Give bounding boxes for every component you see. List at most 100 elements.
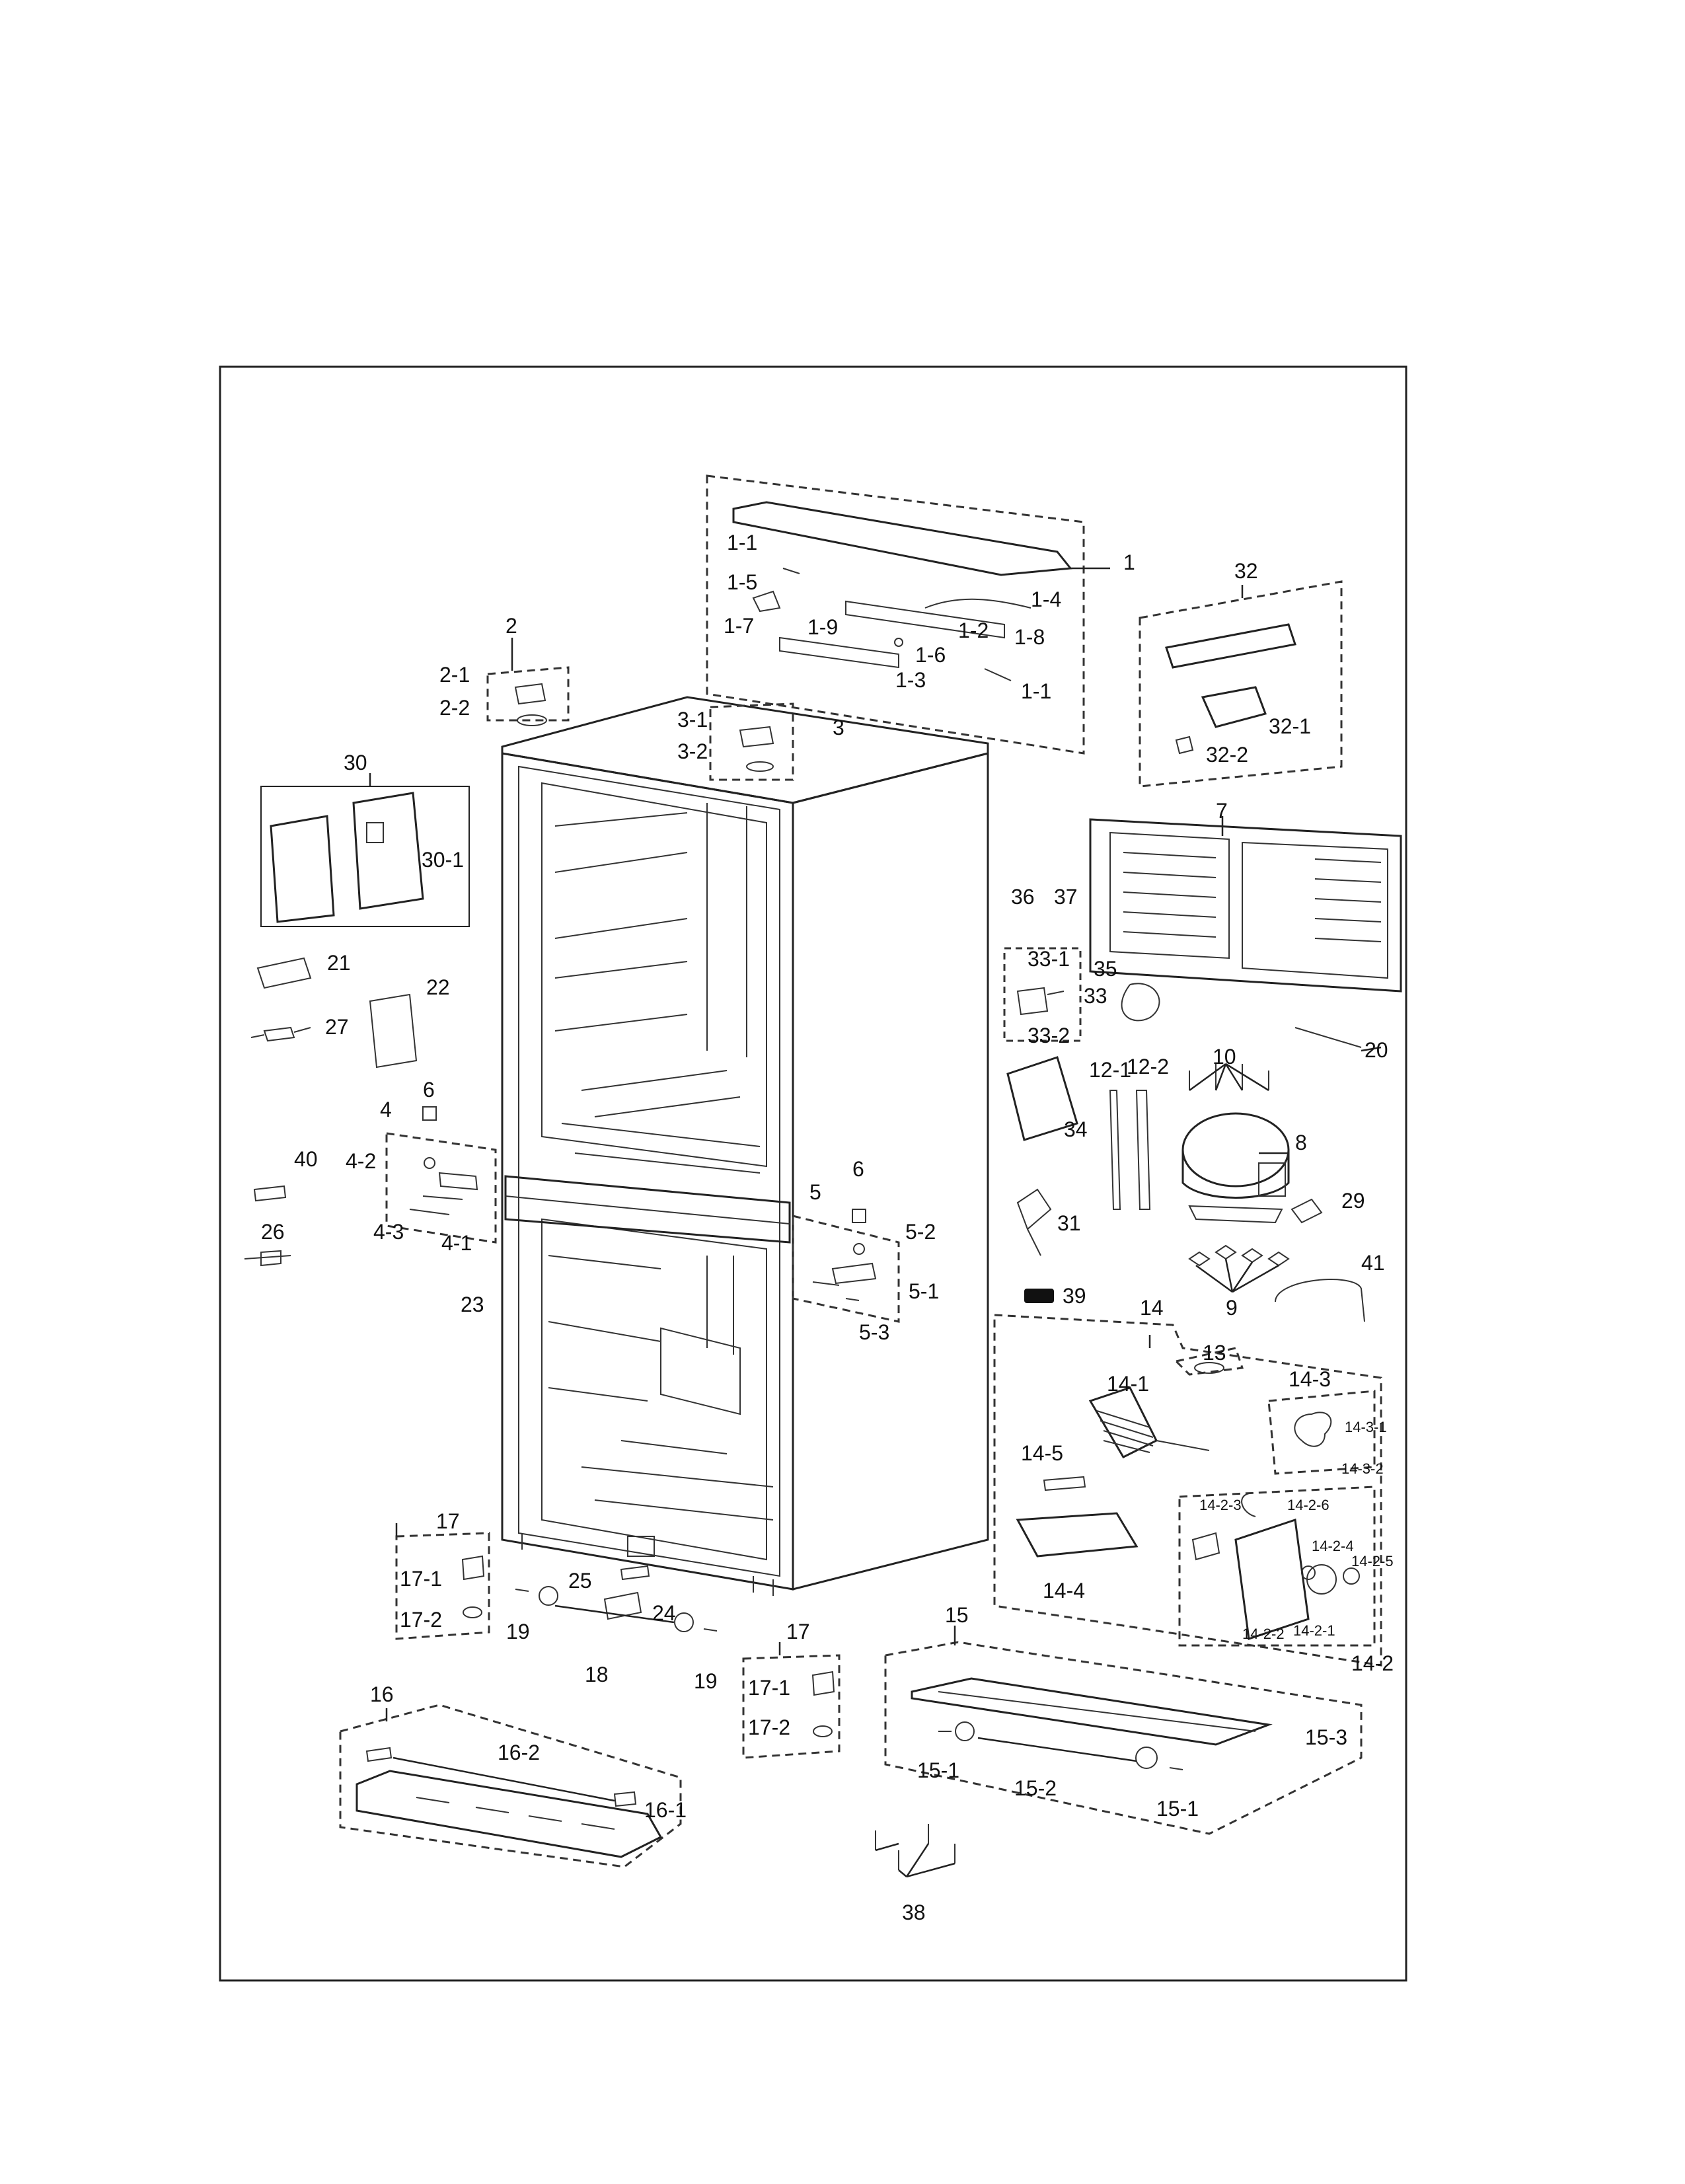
part-label-4-1: 4-1 bbox=[441, 1231, 472, 1255]
part-label-14-3-1: 14-3-1 bbox=[1345, 1419, 1387, 1435]
part-label-4-3: 4-3 bbox=[373, 1220, 404, 1244]
part-label-37: 37 bbox=[1054, 885, 1078, 909]
part-label-20: 20 bbox=[1365, 1038, 1388, 1062]
part-group-17-left-leveler bbox=[395, 1532, 490, 1640]
part-label-3-2: 3-2 bbox=[677, 739, 708, 763]
part-label-32: 32 bbox=[1234, 559, 1258, 583]
part-label-6b: 6 bbox=[852, 1157, 864, 1181]
part-group-33-valve bbox=[1003, 947, 1082, 1042]
part-label-38: 38 bbox=[902, 1901, 926, 1924]
part-label-33: 33 bbox=[1084, 984, 1107, 1008]
part-label-34: 34 bbox=[1064, 1117, 1088, 1141]
part-label-25: 25 bbox=[568, 1569, 592, 1593]
part-label-35: 35 bbox=[1094, 957, 1117, 981]
part-label-33-2: 33-2 bbox=[1028, 1024, 1070, 1047]
part-label-1-9: 1-9 bbox=[807, 615, 838, 639]
part-label-29: 29 bbox=[1341, 1189, 1365, 1213]
part-label-36: 36 bbox=[1011, 885, 1035, 909]
part-label-27: 27 bbox=[325, 1015, 349, 1039]
part-group-32-handle bbox=[1139, 580, 1343, 788]
part-label-15-2: 15-2 bbox=[1014, 1776, 1057, 1800]
part-label-30: 30 bbox=[344, 751, 367, 774]
part-label-22: 22 bbox=[426, 975, 450, 999]
part-group-3-hinge bbox=[709, 702, 794, 781]
part-label-16: 16 bbox=[370, 1682, 394, 1706]
part-label-23: 23 bbox=[461, 1293, 484, 1316]
part-group-2-hinge bbox=[486, 666, 570, 726]
part-label-16-2: 16-2 bbox=[498, 1741, 540, 1764]
part-group-1-top-frame bbox=[706, 474, 1110, 755]
part-label-17a: 17 bbox=[436, 1509, 460, 1533]
part-label-15-1b: 15-1 bbox=[1156, 1797, 1199, 1821]
part-label-2-2: 2-2 bbox=[439, 696, 470, 720]
part-label-41: 41 bbox=[1361, 1251, 1385, 1275]
part-label-10: 10 bbox=[1213, 1045, 1236, 1069]
part-label-14-1: 14-1 bbox=[1107, 1372, 1149, 1396]
misc-bottom-parts bbox=[515, 1565, 718, 1632]
part-label-14-2: 14-2 bbox=[1351, 1651, 1394, 1675]
refrigerator-cabinet bbox=[501, 696, 989, 1596]
part-label-1-2: 1-2 bbox=[958, 619, 989, 642]
part-label-4-2: 4-2 bbox=[346, 1149, 376, 1173]
part-label-5-3: 5-3 bbox=[859, 1320, 889, 1344]
part-label-14-5: 14-5 bbox=[1021, 1441, 1063, 1465]
part-label-33-1: 33-1 bbox=[1028, 947, 1070, 971]
part-label-19b: 19 bbox=[694, 1669, 718, 1693]
part-group-30-cover bbox=[260, 786, 470, 927]
part-label-17-1b: 17-1 bbox=[748, 1676, 790, 1700]
part-label-17-2b: 17-2 bbox=[748, 1715, 790, 1739]
part-label-12-1: 12-1 bbox=[1089, 1058, 1131, 1082]
part-label-15-3: 15-3 bbox=[1305, 1725, 1347, 1749]
part-label-1-1a: 1-1 bbox=[727, 531, 757, 554]
part-label-19a: 19 bbox=[506, 1620, 530, 1643]
part-label-3: 3 bbox=[833, 716, 844, 739]
part-label-14-2-4: 14-2-4 bbox=[1312, 1538, 1354, 1554]
part-label-15: 15 bbox=[945, 1603, 969, 1627]
part-group-15-base bbox=[884, 1641, 1363, 1835]
part-label-15-1a: 15-1 bbox=[917, 1758, 959, 1782]
part-label-2: 2 bbox=[506, 614, 517, 638]
part-label-5: 5 bbox=[809, 1180, 821, 1204]
part-label-32-2: 32-2 bbox=[1206, 743, 1248, 767]
part-label-1-3: 1-3 bbox=[895, 668, 926, 692]
part-group-17-right-leveler bbox=[742, 1654, 841, 1759]
misc-left-parts bbox=[244, 957, 418, 1267]
part-label-1-6: 1-6 bbox=[915, 643, 946, 667]
part-label-3-1: 3-1 bbox=[677, 708, 708, 732]
part-label-24: 24 bbox=[652, 1601, 676, 1625]
part-label-31: 31 bbox=[1057, 1211, 1081, 1235]
part-label-14-2-3: 14-2-3 bbox=[1199, 1497, 1242, 1513]
part-label-8: 8 bbox=[1295, 1131, 1307, 1154]
part-label-32-1: 32-1 bbox=[1269, 714, 1311, 738]
part-group-5-hinge bbox=[792, 1209, 900, 1323]
part-label-6a: 6 bbox=[423, 1078, 435, 1102]
part-group-14-evaporator bbox=[993, 1314, 1382, 1667]
part-label-1-4: 1-4 bbox=[1031, 587, 1061, 611]
part-label-26: 26 bbox=[261, 1220, 285, 1244]
part-8-compressor bbox=[1181, 1027, 1365, 1322]
part-label-17b: 17 bbox=[786, 1620, 810, 1643]
part-label-14-2-5: 14-2-5 bbox=[1351, 1553, 1394, 1569]
part-label-14-2-2: 14-2-2 bbox=[1242, 1626, 1285, 1642]
part-label-4: 4 bbox=[380, 1098, 392, 1121]
part-label-14-4: 14-4 bbox=[1043, 1579, 1085, 1602]
part-label-40: 40 bbox=[294, 1147, 318, 1171]
part-label-30-1: 30-1 bbox=[422, 848, 464, 872]
part-group-16-kick-plate bbox=[339, 1704, 682, 1868]
part-7-rear-cover bbox=[1089, 818, 1402, 993]
leader-lines bbox=[369, 585, 1382, 1878]
part-label-1-8: 1-8 bbox=[1014, 625, 1045, 649]
diagram-frame bbox=[219, 365, 1407, 1982]
part-label-14-2-6: 14-2-6 bbox=[1287, 1497, 1329, 1513]
part-label-1: 1 bbox=[1123, 550, 1135, 574]
part-label-12-2: 12-2 bbox=[1127, 1055, 1169, 1078]
part-label-18: 18 bbox=[585, 1663, 609, 1686]
part-label-1-7: 1-7 bbox=[724, 614, 754, 638]
part-label-1-5: 1-5 bbox=[727, 570, 757, 594]
part-label-14-2-1: 14-2-1 bbox=[1293, 1622, 1335, 1639]
part-group-4-hinge bbox=[385, 1106, 497, 1244]
part-label-5-1: 5-1 bbox=[909, 1279, 939, 1303]
